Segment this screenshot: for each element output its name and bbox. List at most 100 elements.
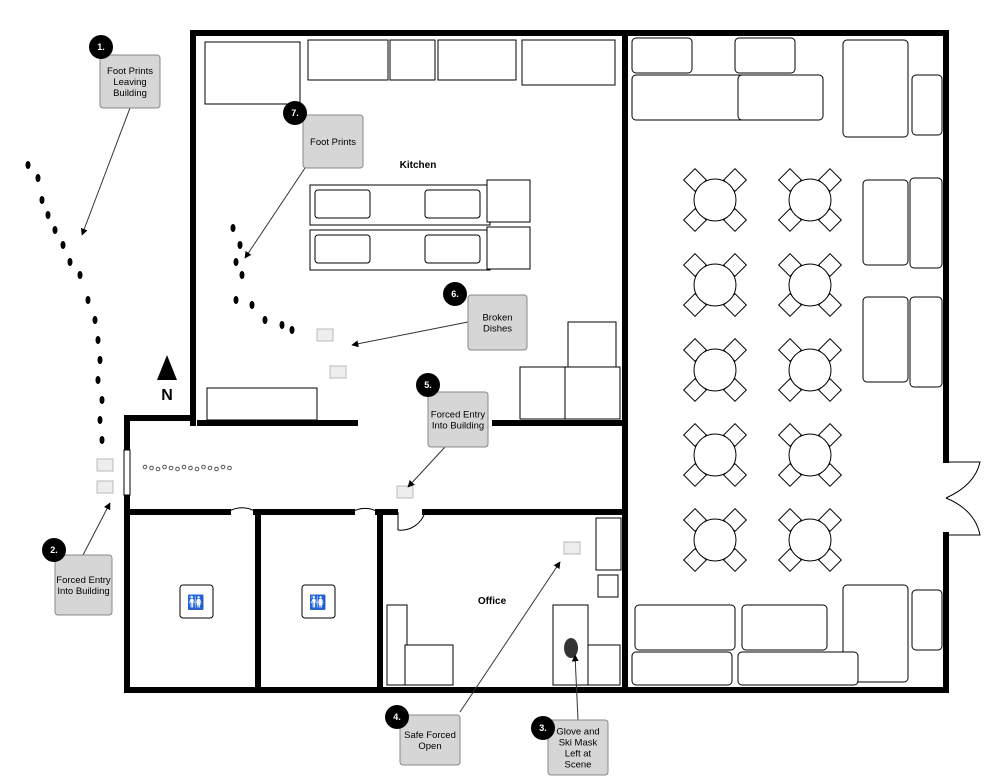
restroom-sign-icon: [179, 584, 214, 619]
callout-text: Left at: [565, 749, 592, 760]
footprint-icon: [175, 466, 180, 472]
callout-number: 7.: [291, 108, 299, 118]
callout-text: Glove and: [556, 727, 599, 738]
footprints: [25, 161, 581, 555]
sink-icon: [314, 189, 371, 219]
callout-text: Foot Prints: [310, 137, 356, 148]
walls: [124, 30, 949, 693]
callout-leader-arrow: [459, 561, 561, 713]
office-furniture: [595, 517, 622, 571]
seating: [631, 74, 751, 121]
footprint-icon: [201, 464, 206, 470]
sink-icon: [424, 234, 481, 264]
debris-icon: [329, 365, 347, 379]
callout-number-marker: [385, 705, 409, 729]
callout-text: Into Building: [57, 586, 109, 597]
seating: [734, 37, 796, 74]
footprint-icon: [155, 466, 161, 472]
callout-text: Forced Entry: [56, 575, 111, 586]
ski-mask-icon: [564, 638, 578, 658]
callout-leader-arrow: [351, 321, 469, 348]
callout-number-marker: [42, 538, 66, 562]
debris-icon: [396, 485, 414, 499]
callout-number: 1.: [97, 42, 105, 52]
callout-7: Foot Prints 7.: [244, 101, 364, 259]
footprint-icon: [35, 174, 41, 182]
compass-label: N: [161, 387, 173, 404]
callout-box: [399, 714, 461, 766]
callout-box: [99, 54, 161, 109]
callout-box: [547, 719, 609, 776]
seating: [631, 651, 733, 686]
footprint-icon: [97, 356, 103, 364]
footprint-icon: [227, 465, 232, 471]
round-table: [788, 178, 832, 222]
footprint-icon: [52, 226, 58, 234]
footprint-icon: [39, 196, 45, 204]
callout-box: [427, 391, 489, 448]
callout-leader-arrow: [82, 502, 111, 556]
callout-number: 3.: [539, 723, 547, 733]
callout-number-marker: [89, 35, 113, 59]
round-table: [788, 433, 832, 477]
callout-box: [467, 294, 528, 351]
debris-icon: [316, 328, 334, 342]
callout-text: Building: [113, 88, 147, 99]
round-table: [693, 518, 737, 562]
round-table: [693, 178, 737, 222]
compass: N: [157, 355, 177, 404]
round-table: [693, 348, 737, 392]
footprint-icon: [25, 161, 31, 169]
debris-icon: [96, 458, 114, 472]
debris-icon: [96, 480, 114, 494]
restroom-sign-icon: [301, 584, 336, 619]
round-table: [788, 263, 832, 307]
callout-text: Leaving: [113, 77, 146, 88]
office-furniture: [597, 574, 619, 598]
footprint-icon: [237, 241, 243, 249]
office-furniture: [386, 604, 408, 686]
callout-number-marker: [443, 282, 467, 306]
footprint-icon: [279, 321, 285, 329]
callout-leader-arrow: [80, 107, 131, 236]
round-table: [788, 348, 832, 392]
debris-icon: [563, 541, 581, 555]
footprint-icon: [95, 376, 101, 384]
footprint-icon: [67, 258, 73, 266]
footprint-icon: [207, 465, 213, 471]
footprint-icon: [97, 416, 103, 424]
footprint-icon: [233, 296, 239, 304]
footprint-icon: [92, 316, 98, 324]
footprint-icon: [99, 436, 105, 444]
footprint-icon: [142, 464, 148, 470]
room-label-office: Office: [478, 596, 507, 607]
callout-text: Forced Entry: [431, 410, 486, 421]
callout-text: Into Building: [432, 421, 484, 432]
footprint-icon: [249, 301, 255, 309]
callout-number: 6.: [451, 289, 459, 299]
callout-text: Dishes: [483, 324, 512, 335]
callout-box: [54, 554, 113, 616]
footprint-icon: [45, 211, 51, 219]
callout-box: [302, 114, 364, 169]
seating: [634, 604, 736, 651]
callout-text: Open: [418, 741, 441, 752]
footprint-icon: [233, 258, 239, 266]
callout-text: Broken: [482, 313, 512, 324]
seating: [737, 74, 824, 121]
callout-leader-arrow: [407, 446, 446, 488]
interior-doors: [227, 507, 426, 531]
footprint-icon: [289, 326, 295, 334]
entrance-door[interactable]: [945, 461, 981, 536]
kitchen-counter: [486, 226, 531, 270]
north-arrow-icon: [157, 355, 177, 380]
kitchen-appliance: [521, 39, 616, 86]
footprint-icon: [239, 271, 245, 279]
exterior-window: [123, 449, 131, 496]
